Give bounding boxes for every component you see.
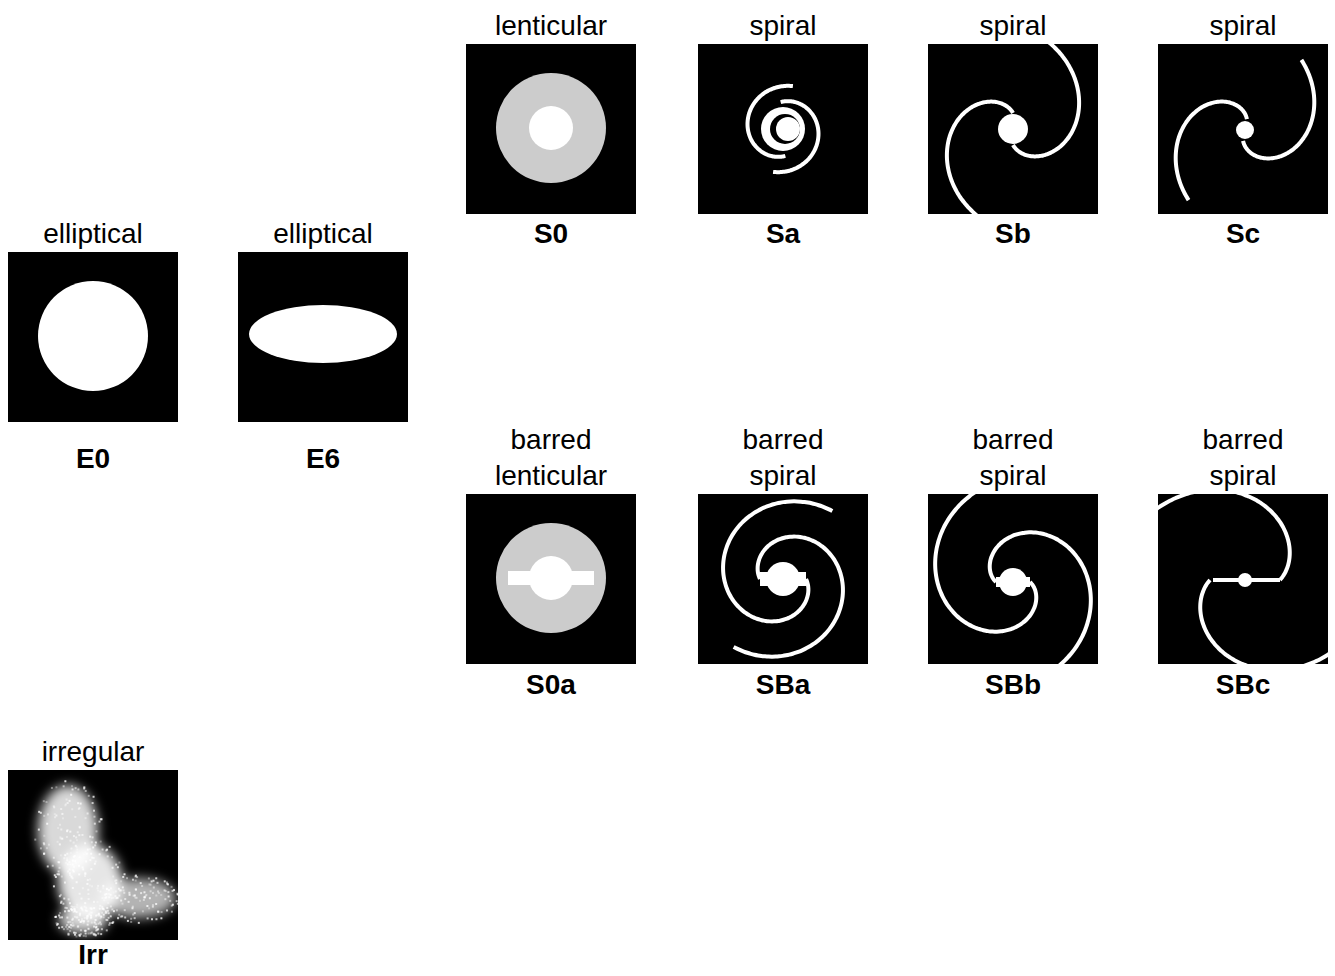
panel-background — [466, 44, 636, 214]
galaxy-core — [1236, 121, 1254, 139]
panel-background — [8, 252, 178, 422]
type-code: Sb — [928, 217, 1098, 251]
type-code: Sc — [1158, 217, 1328, 251]
type-heading: spiral — [1168, 8, 1318, 44]
galaxy-body — [249, 305, 397, 363]
galaxy-panel — [928, 38, 1098, 221]
type-code: SBc — [1158, 668, 1328, 702]
galaxy-type-panel: ellipticalE0 — [8, 216, 178, 476]
spiral-arm — [723, 501, 832, 621]
irregular-cloud — [38, 785, 176, 934]
spiral-arm — [990, 532, 1091, 664]
panel-background — [698, 44, 868, 214]
galaxy-type-panel: irregularIrr — [8, 734, 178, 970]
galaxy-panel — [698, 44, 868, 214]
picture-area — [928, 44, 1098, 214]
picture-area — [698, 494, 868, 664]
panel-background — [928, 494, 1098, 664]
galaxy-core — [776, 117, 800, 141]
galaxy-core — [761, 107, 805, 151]
spiral-arm — [1243, 60, 1314, 159]
panel-background — [238, 252, 408, 422]
picture-area — [698, 44, 868, 214]
galaxy-core — [529, 556, 573, 600]
galaxy-type-panel: spiralSc — [1158, 8, 1328, 251]
galaxy-type-panel: barred lenticularS0a — [466, 422, 636, 702]
picture-area — [466, 44, 636, 214]
type-code: SBa — [698, 668, 868, 702]
type-code: SBb — [928, 668, 1098, 702]
galaxy-core — [496, 73, 606, 183]
galaxy-panel — [8, 770, 179, 940]
galaxy-core — [38, 281, 148, 391]
panel-background — [698, 494, 868, 664]
type-heading: irregular — [18, 734, 168, 770]
spiral-arm — [947, 102, 1013, 214]
galaxy-type-panel: lenticularS0 — [466, 8, 636, 251]
type-heading: barred spiral — [708, 422, 858, 494]
spiral-arm — [1176, 102, 1247, 201]
type-heading: barred spiral — [938, 422, 1088, 494]
galaxy-core — [766, 562, 800, 596]
panel-background — [8, 770, 178, 940]
spiral-arm — [935, 494, 1036, 632]
type-code: S0 — [466, 217, 636, 251]
panel-background — [1158, 494, 1328, 664]
galaxy-panel — [698, 494, 868, 664]
galaxy-type-panel: barred spiralSBc — [1158, 422, 1328, 702]
spiral-arm — [773, 101, 818, 172]
type-heading: elliptical — [18, 216, 168, 252]
panel-background — [1158, 44, 1328, 214]
type-code: E6 — [238, 442, 408, 476]
type-heading: lenticular — [476, 8, 626, 44]
picture-area — [1158, 494, 1328, 664]
type-heading: elliptical — [248, 216, 398, 252]
galaxy-core — [999, 568, 1027, 596]
irregular-speckles — [34, 780, 178, 937]
galaxy-type-panel: spiralSb — [928, 8, 1098, 251]
galaxy-panel — [466, 494, 636, 664]
spiral-arm — [734, 537, 843, 657]
galaxy-panel — [1110, 490, 1335, 671]
galaxy-core — [529, 106, 573, 150]
picture-area — [8, 770, 178, 940]
galaxy-core — [1238, 573, 1252, 587]
picture-area — [466, 494, 636, 664]
galaxy-panel — [1158, 44, 1328, 214]
spiral-arm — [1158, 494, 1290, 580]
type-code: Sa — [698, 217, 868, 251]
galaxy-panel — [466, 44, 636, 214]
type-heading: barred lenticular — [476, 422, 626, 494]
galaxy-type-panel: ellipticalE6 — [238, 216, 408, 476]
picture-area — [8, 252, 178, 422]
galaxy-core — [770, 114, 800, 144]
type-heading: barred spiral — [1168, 422, 1318, 494]
galaxy-panel — [928, 477, 1098, 687]
galaxy-core — [998, 114, 1028, 144]
panel-background — [466, 494, 636, 664]
galaxy-core — [496, 523, 606, 633]
galaxy-type-panel: barred spiralSBa — [698, 422, 868, 702]
galaxy-panel — [238, 252, 408, 422]
picture-area — [238, 252, 408, 422]
spiral-arm — [1013, 44, 1079, 156]
type-heading: spiral — [938, 8, 1088, 44]
type-heading: spiral — [708, 8, 858, 44]
picture-area — [928, 494, 1098, 664]
galaxy-type-panel: barred spiralSBb — [928, 422, 1098, 702]
type-code: S0a — [466, 668, 636, 702]
type-code: E0 — [8, 442, 178, 476]
spiral-arm — [748, 86, 793, 157]
galaxy-type-panel: spiralSa — [698, 8, 868, 251]
galaxy-panel — [8, 252, 178, 422]
type-code: Irr — [8, 940, 178, 970]
spiral-arm — [1200, 580, 1328, 664]
picture-area — [1158, 44, 1328, 214]
